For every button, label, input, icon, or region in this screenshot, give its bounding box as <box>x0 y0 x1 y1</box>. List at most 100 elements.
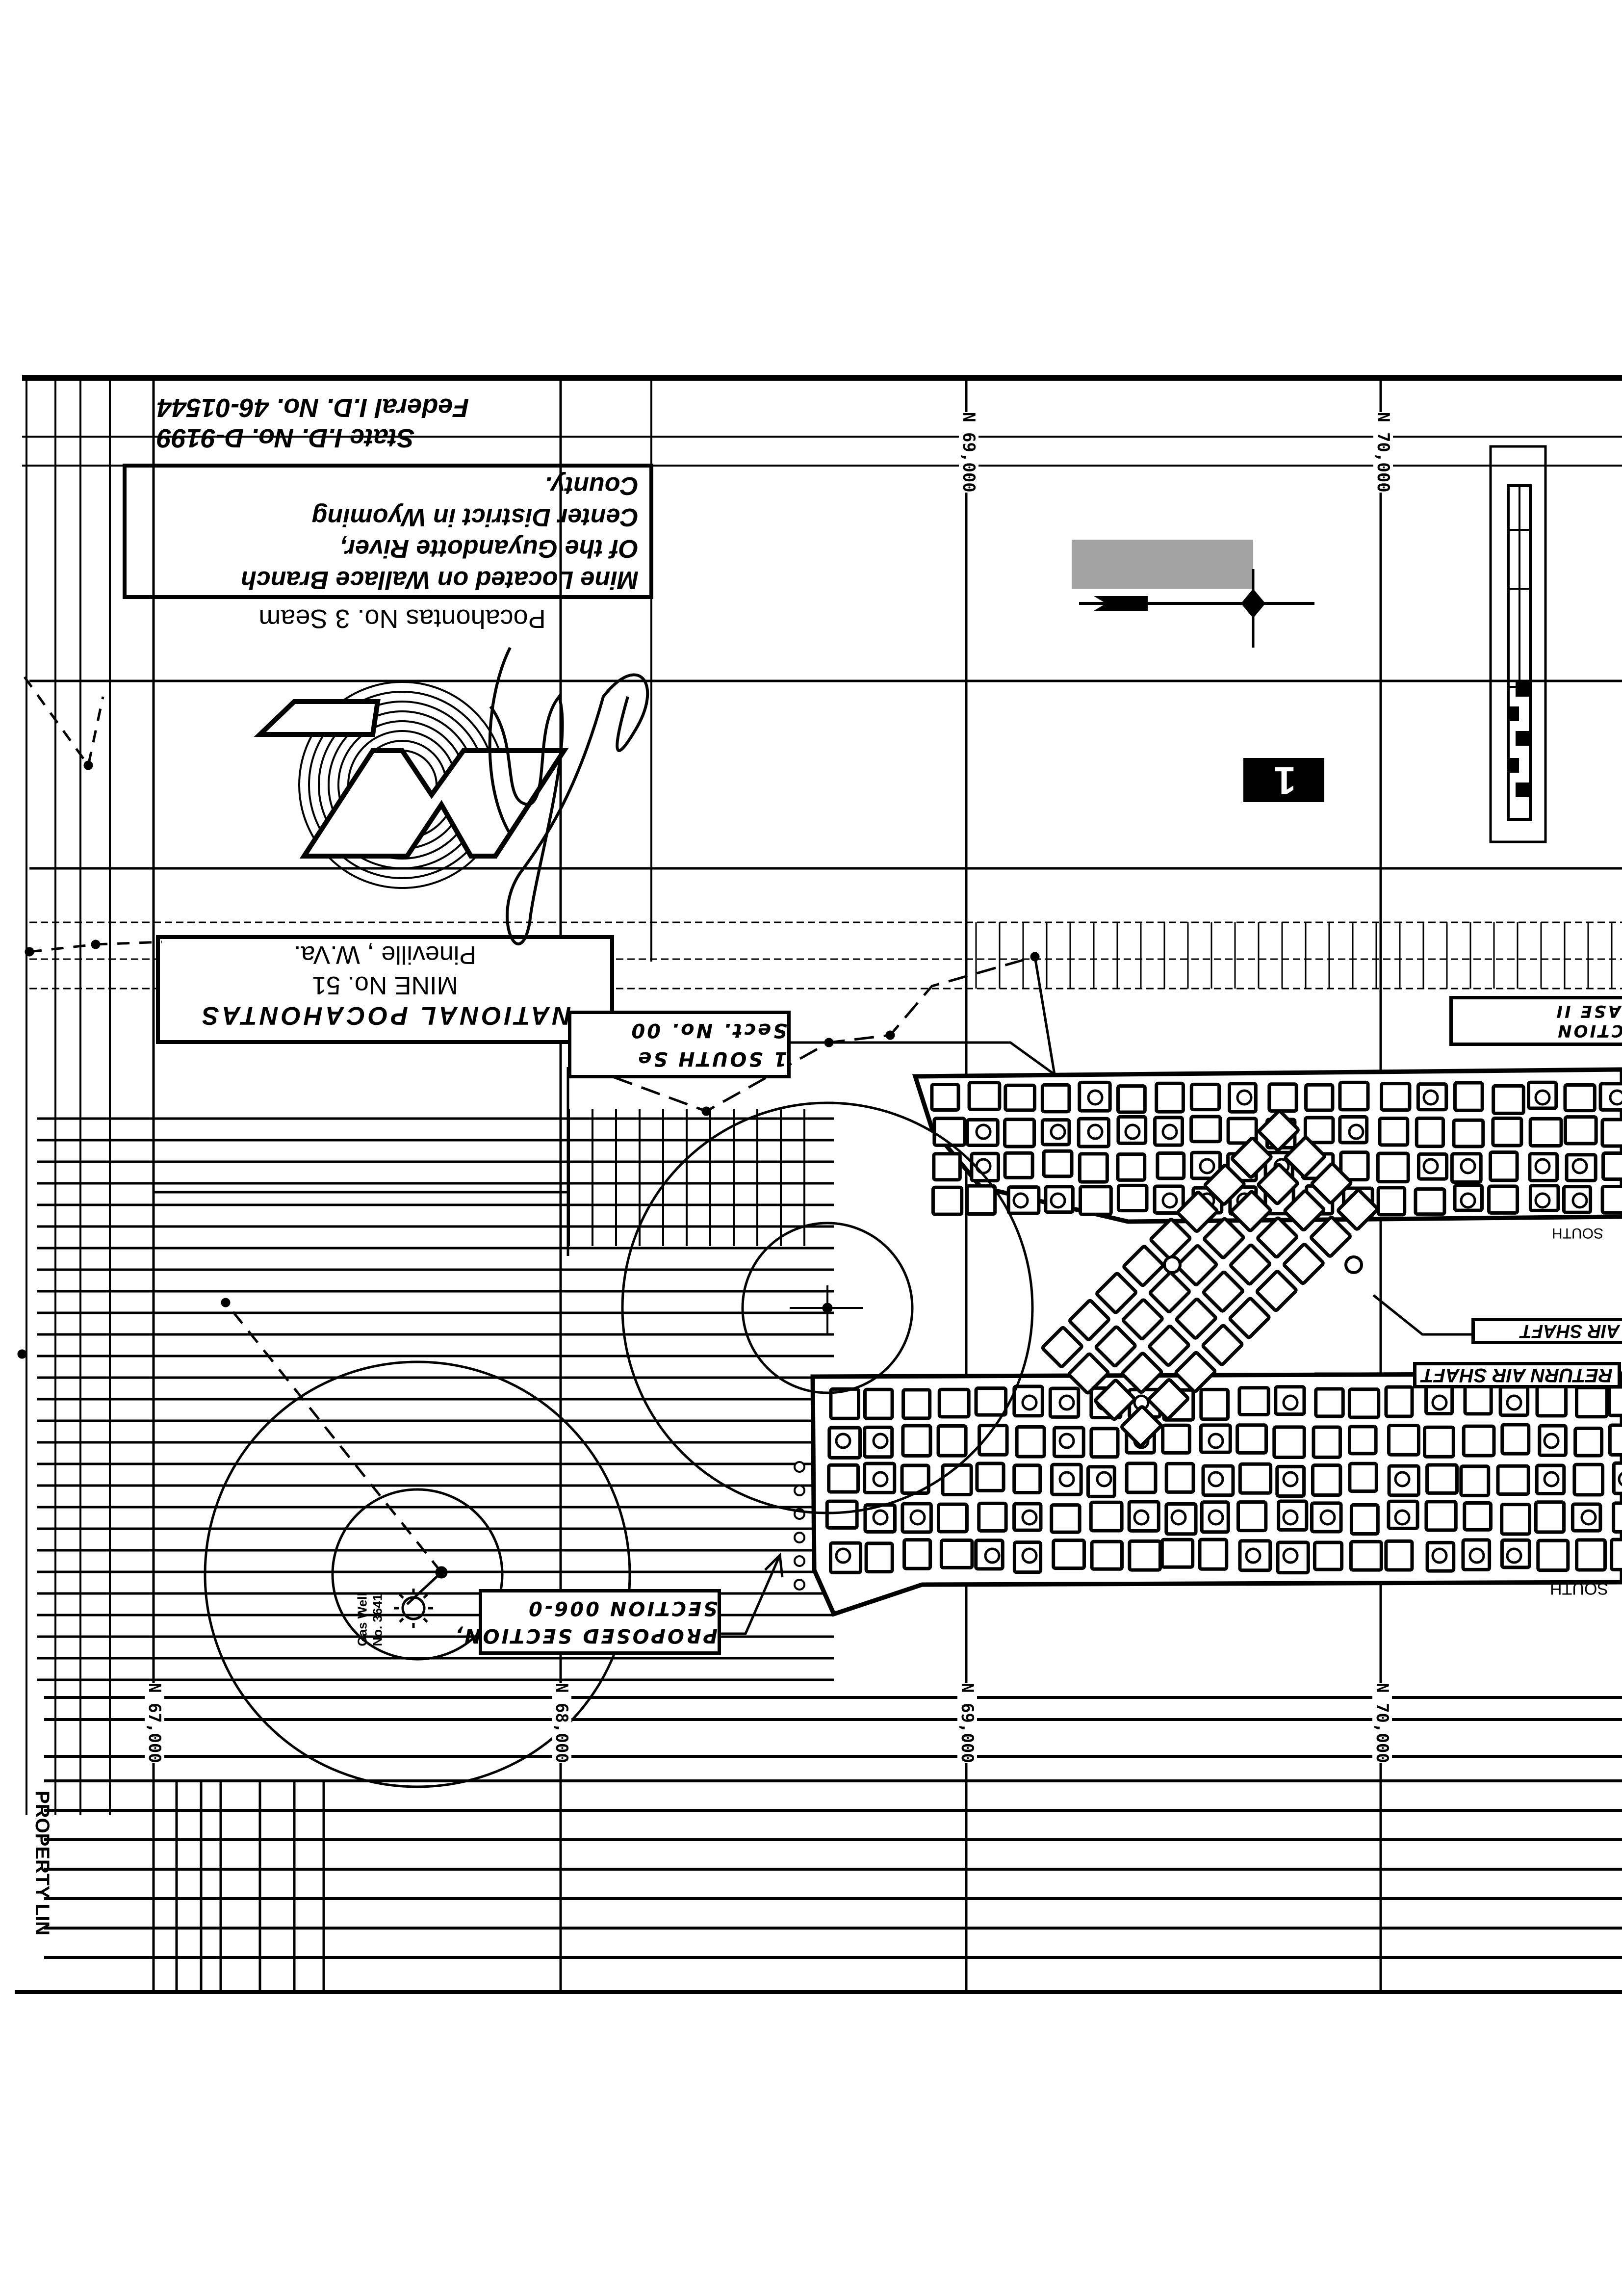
coal-pillar <box>1463 1384 1493 1416</box>
coal-pillar <box>1462 1424 1496 1458</box>
mine-town: Pineville , W.Va. <box>294 940 476 969</box>
survey-station-icon <box>794 1461 805 1473</box>
coal-pillar <box>1257 1163 1299 1205</box>
coal-pillar <box>932 1117 967 1147</box>
label-line: 1 SOUTH Se <box>636 1047 787 1070</box>
survey-station-icon <box>1319 1509 1336 1526</box>
survey-station-icon <box>1506 1547 1522 1564</box>
gas-well-barrier-inner <box>331 1488 504 1661</box>
coal-pillar <box>1089 1500 1124 1533</box>
coal-pillar <box>1608 1423 1622 1457</box>
coal-pillar <box>1601 1151 1622 1181</box>
coal-pillar <box>1378 1117 1410 1147</box>
coal-pillar <box>1226 1117 1258 1145</box>
title-info-box <box>123 464 653 599</box>
survey-station-icon <box>1282 1471 1299 1487</box>
shaft-icon <box>1163 1255 1182 1274</box>
location-line: Of the Guyandotte River, <box>339 534 639 563</box>
coal-pillar <box>1492 1084 1525 1115</box>
survey-station-icon <box>1236 1089 1253 1106</box>
coal-pillar <box>1161 1423 1191 1455</box>
coordinate-label: N 70,000 <box>1372 1683 1392 1763</box>
coal-pillar <box>1094 1325 1137 1368</box>
coal-pillar <box>1387 1424 1420 1457</box>
intake-air-shaft-label: E AIR SHAFT <box>1471 1318 1622 1344</box>
coal-pillar <box>1425 1463 1459 1495</box>
survey-station-icon <box>1468 1547 1485 1564</box>
coordinate-label: N 70,000 <box>1373 412 1393 493</box>
survey-station-icon <box>1534 1089 1551 1106</box>
coal-pillar <box>1230 1136 1273 1179</box>
coal-pillar <box>1095 1272 1137 1314</box>
coal-pillar <box>1238 1462 1273 1495</box>
coal-pillar <box>901 1424 932 1458</box>
survey-station-icon <box>1460 1192 1476 1209</box>
label-line: SECTION 006-0 <box>527 1597 718 1619</box>
survey-station-icon <box>1534 1158 1551 1174</box>
company-name-box <box>156 935 614 1044</box>
coal-pillar <box>1203 1164 1246 1206</box>
label-line: PHASE II <box>1554 1001 1622 1021</box>
survey-station-icon <box>1087 1123 1104 1140</box>
coal-pillar <box>1079 1185 1113 1216</box>
south-entry-label: SOUTH <box>1552 1225 1603 1241</box>
coal-pillar <box>1304 1083 1335 1112</box>
coal-pillar <box>1198 1538 1229 1571</box>
survey-station-icon <box>1282 1509 1299 1526</box>
coal-pillar <box>1122 1245 1165 1287</box>
gas-well-barrier-outer <box>204 1360 631 1788</box>
gas-well-icon <box>225 1302 448 1628</box>
coal-pillar <box>1310 1162 1353 1204</box>
coal-pillar <box>825 1499 859 1530</box>
coal-pillar <box>1459 1464 1491 1497</box>
coal-pillar <box>1094 1379 1136 1421</box>
coal-pillar <box>1116 1183 1149 1213</box>
coal-pillar <box>902 1538 932 1570</box>
coal-pillar <box>1424 1500 1458 1532</box>
sheet-number-badge <box>1243 758 1324 802</box>
survey-station-icon <box>1460 1158 1476 1174</box>
coal-pillar <box>1203 1217 1245 1259</box>
coal-pillar <box>1491 1116 1523 1148</box>
coal-pillar <box>1487 1184 1519 1215</box>
survey-station-icon <box>1021 1509 1038 1526</box>
scale-bar-ticks <box>1508 682 1530 797</box>
coal-pillar <box>1415 1116 1445 1148</box>
coal-pillar <box>1349 1539 1383 1572</box>
coal-pillar <box>1536 1539 1570 1572</box>
coal-pillar <box>1314 1387 1345 1418</box>
survey-station-icon <box>1208 1471 1224 1487</box>
coal-pillar <box>1463 1501 1493 1532</box>
coal-pillar <box>1572 1462 1605 1497</box>
coal-pillar <box>1236 1423 1268 1455</box>
coordinate-label: N 69,000 <box>957 1683 977 1763</box>
coal-pillar <box>1120 1405 1162 1447</box>
coal-pillar <box>1256 1216 1299 1259</box>
coal-pillar <box>1380 1082 1412 1112</box>
company-name-line: NATIONAL POCAHONTAS <box>199 1001 571 1030</box>
federal-id: Federal I.D. No. 46-01544 <box>157 393 469 422</box>
gas-well-label: Gas Well No. 3641 <box>355 1592 386 1646</box>
coal-pillar <box>1121 1352 1163 1394</box>
coal-pillar <box>1310 1216 1352 1258</box>
coal-pillar <box>1607 1385 1622 1417</box>
survey-station-icon <box>1506 1394 1522 1411</box>
survey-station-icon <box>1161 1123 1178 1140</box>
coal-pillar <box>864 1541 894 1574</box>
coal-pillar <box>1349 1503 1380 1536</box>
survey-station-icon <box>872 1509 889 1526</box>
coal-pillar <box>901 1388 932 1420</box>
coal-pillar <box>1041 1326 1083 1368</box>
coal-pillar <box>1004 1083 1036 1112</box>
seam-name: Pocahontas No. 3 Seam <box>258 604 546 633</box>
mine-location: Mine Located on Wallace Branch Of the Gu… <box>129 470 639 596</box>
coal-pillar <box>1068 1299 1110 1341</box>
coal-pillar <box>1267 1082 1298 1113</box>
state-id: State I.D. No. D-9199 <box>157 423 415 453</box>
coal-pillar <box>1563 1083 1596 1113</box>
coal-pillar <box>1237 1386 1270 1416</box>
coal-pillar <box>1384 1539 1414 1572</box>
coordinate-label: N 69,000 <box>959 412 978 493</box>
survey-station-icon <box>1422 1158 1439 1174</box>
label-line: Gas Well <box>355 1592 370 1646</box>
